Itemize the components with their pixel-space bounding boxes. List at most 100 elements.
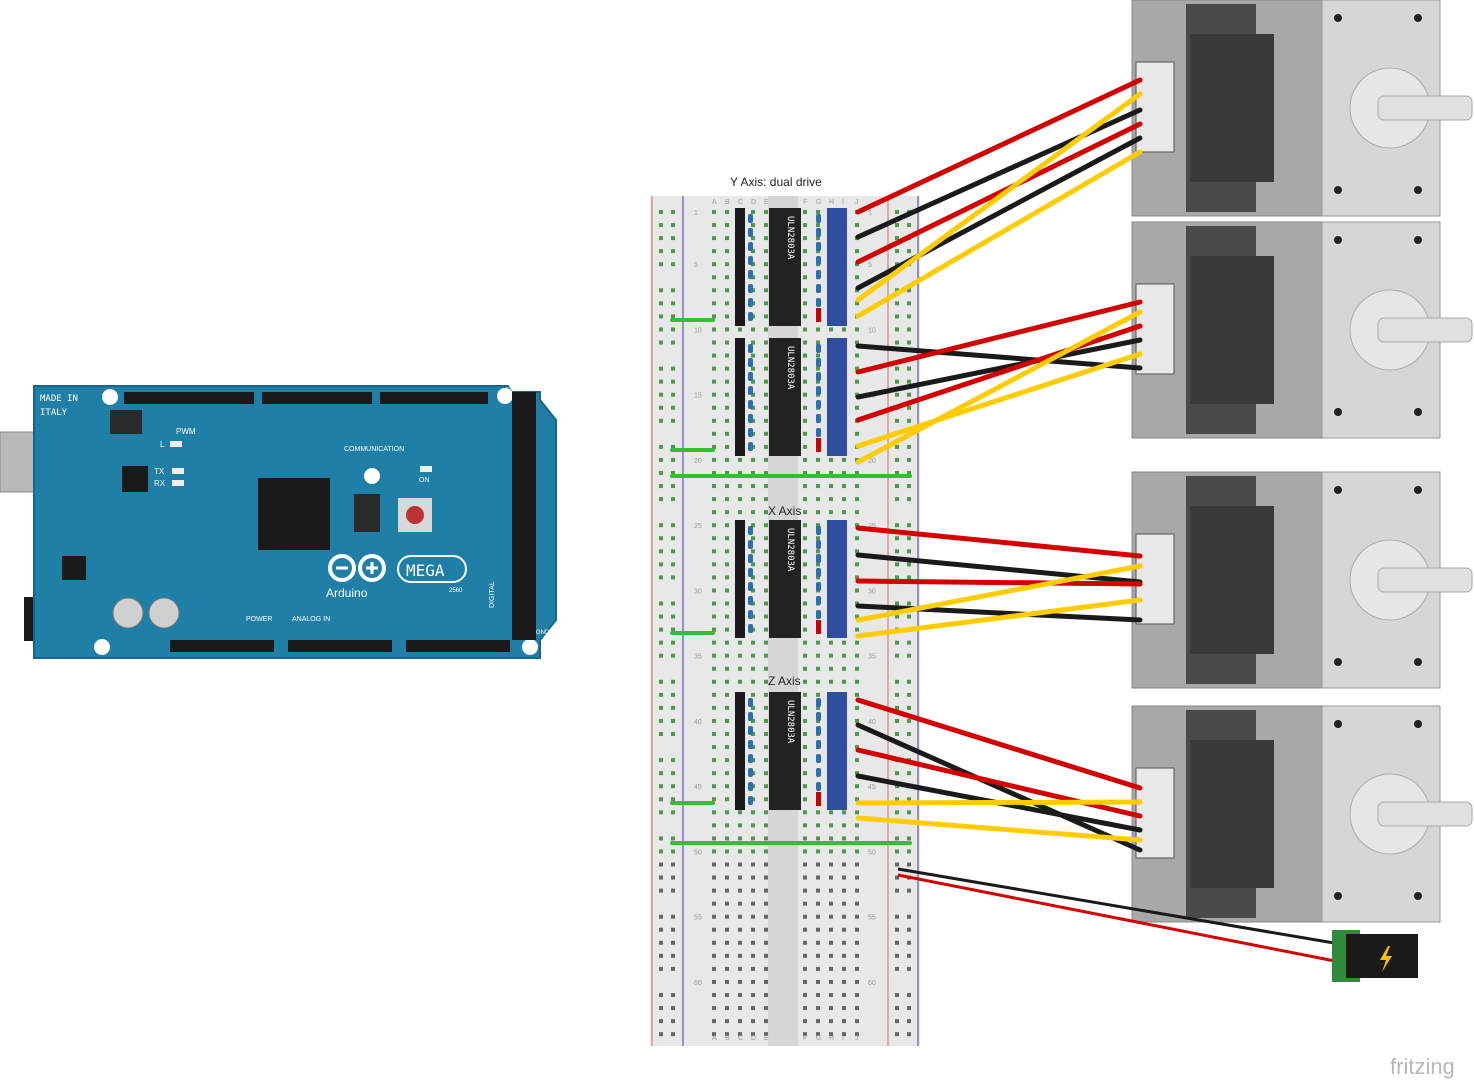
breadboard-hole — [764, 862, 768, 867]
breadboard-hole — [829, 888, 833, 893]
breadboard-hole — [803, 288, 807, 293]
breadboard-hole — [712, 953, 716, 958]
rail-hole — [659, 862, 663, 867]
rail-hole — [659, 953, 663, 958]
breadboard-hole — [764, 379, 768, 384]
motor-connector — [1135, 767, 1175, 859]
breadboard-hole — [816, 810, 820, 815]
breadboard-hole — [803, 732, 807, 736]
breadboard-hole — [751, 810, 755, 815]
breadboard-hole — [712, 888, 716, 893]
rail-hole — [671, 288, 675, 293]
breadboard-hole — [764, 823, 768, 828]
breadboard-hole — [751, 914, 755, 919]
breadboard-hole — [725, 549, 729, 554]
resistor — [816, 698, 821, 707]
breadboard-hole — [712, 471, 716, 475]
motor-wire — [855, 107, 1143, 240]
rail-hole — [895, 862, 899, 867]
breadboard-hole — [829, 914, 833, 919]
breadboard-hole — [738, 1032, 742, 1037]
rail-hole — [659, 536, 663, 541]
model-number-text: 2560 — [449, 588, 463, 594]
rail-hole — [907, 575, 911, 580]
breadboard-hole — [855, 953, 859, 958]
breadboard-hole — [712, 849, 716, 854]
mounting-hole — [497, 388, 513, 404]
breadboard-hole — [764, 418, 768, 423]
stepper-motor — [1131, 705, 1473, 923]
breadboard-hole — [829, 810, 833, 815]
header-pwm-top — [124, 392, 254, 404]
rail-hole — [671, 1032, 675, 1037]
breadboard-hole — [855, 249, 859, 254]
breadboard-hole — [738, 993, 742, 997]
motor-wires — [855, 77, 1143, 853]
breadboard-hole — [816, 340, 820, 345]
breadboard-hole — [855, 340, 859, 345]
resistor — [816, 400, 821, 409]
resistor — [816, 284, 821, 293]
rail-hole — [671, 236, 675, 241]
breadboard-hole — [855, 627, 859, 632]
breadboard-hole — [764, 471, 768, 475]
header-analog-1 — [288, 640, 392, 652]
rail-hole — [895, 653, 899, 658]
rail-hole — [907, 797, 911, 802]
rail-hole — [671, 614, 675, 619]
resistor — [816, 256, 821, 265]
motor-wire — [855, 91, 1143, 303]
rail-hole — [895, 601, 899, 606]
breadboard-hole — [725, 784, 729, 789]
breadboard-hole — [725, 327, 729, 332]
motor-wire — [855, 815, 1143, 843]
mounting-screw — [1414, 486, 1422, 494]
breadboard-hole — [725, 405, 729, 410]
breadboard-hole — [751, 275, 755, 280]
breadboard-hole — [816, 679, 820, 684]
breadboard-hole — [764, 993, 768, 997]
breadboard-hole — [803, 784, 807, 789]
rail-hole — [659, 914, 663, 919]
breadboard-hole — [855, 1032, 859, 1037]
rail-hole — [659, 1019, 663, 1024]
breadboard-hole — [725, 836, 729, 841]
breadboard-hole — [712, 797, 716, 802]
breadboard-hole — [764, 366, 768, 371]
breadboard-hole — [855, 666, 859, 671]
breadboard-hole — [764, 953, 768, 958]
breadboard-hole — [855, 758, 859, 763]
breadboard-hole — [855, 927, 859, 932]
rail-hole — [671, 536, 675, 541]
rail-hole — [671, 849, 675, 854]
breadboard-hole — [712, 340, 716, 345]
breadboard-hole — [751, 927, 755, 932]
rail-hole — [659, 601, 663, 606]
breadboard-hole — [842, 901, 846, 906]
rail-hole — [659, 379, 663, 384]
row-number: 15 — [694, 393, 702, 400]
motor-wire — [855, 578, 1143, 587]
breadboard-hole — [842, 953, 846, 958]
rail-hole — [895, 940, 899, 945]
rail-hole — [895, 692, 899, 697]
rail-hole — [907, 1006, 911, 1011]
breadboard-hole — [751, 836, 755, 841]
rail-hole — [671, 993, 675, 997]
rx-led — [172, 480, 184, 486]
breadboard-hole — [816, 366, 820, 371]
breadboard-hole — [738, 1006, 742, 1011]
breadboard-hole — [764, 732, 768, 736]
communication-label: COMMUNICATION — [344, 446, 404, 453]
breadboard-hole — [855, 1006, 859, 1011]
rail-hole — [895, 236, 899, 241]
row-number: 55 — [694, 915, 702, 922]
breadboard-hole — [764, 979, 768, 984]
motor-wire — [855, 525, 1143, 559]
row-number: 50 — [694, 849, 702, 856]
breadboard-hole — [855, 732, 859, 736]
rail-hole — [907, 849, 911, 854]
breadboard-hole — [764, 262, 768, 267]
breadboard-hole — [803, 236, 807, 241]
rail-hole — [895, 262, 899, 267]
